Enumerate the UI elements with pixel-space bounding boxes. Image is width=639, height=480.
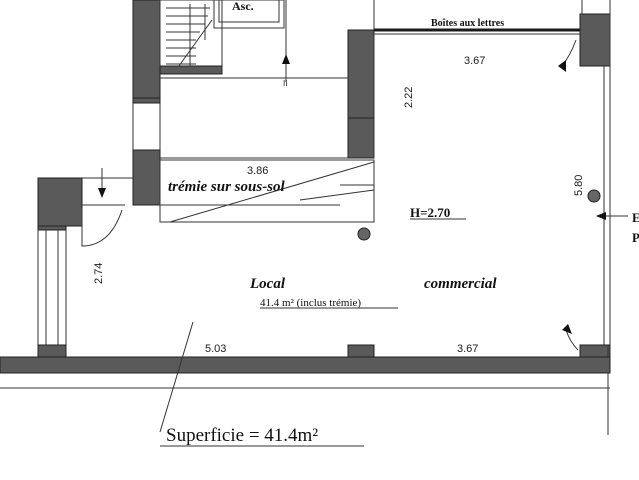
svg-text:II: II [283, 79, 287, 88]
dimension-bottom-left: 5.03 [205, 343, 226, 355]
bottom-wall [0, 344, 611, 389]
column-icon [587, 189, 601, 203]
edge-mark-p: P [632, 230, 639, 245]
door-top-right [558, 39, 577, 72]
dimension-top-width: 3.67 [464, 55, 485, 67]
door-entry [81, 168, 123, 247]
dimension-upper-height: 2.22 [403, 87, 415, 108]
tremie [159, 159, 375, 223]
dimension-right-height: 5.80 [573, 175, 585, 196]
area-label: 41.4 m² (inclus trémie) [260, 297, 361, 309]
superficie-label: Superficie = 41.4m² [166, 425, 318, 446]
column-icon [357, 227, 371, 241]
edge-mark-e: E [632, 210, 639, 225]
dimension-left-height: 2.74 [93, 263, 105, 284]
direction-arrow-icon: II [282, 54, 290, 88]
height-label: H=2.70 [410, 205, 450, 220]
dimension-bottom-right: 3.67 [457, 343, 478, 355]
room-label-local: Local [249, 276, 286, 292]
door-bottom-right [562, 324, 579, 351]
left-walls [37, 177, 133, 358]
tremie-label: trémie sur sous-sol [168, 179, 286, 195]
mailbox-label: Boîtes aux lettres [431, 18, 504, 29]
stairwell [132, 0, 223, 99]
room-label-commercial: commercial [424, 276, 497, 292]
upper-walls [132, 0, 611, 206]
dimension-tremie-width: 3.86 [247, 165, 268, 177]
elevator-label: Asc. [232, 0, 254, 13]
elevator: Asc. [213, 0, 285, 29]
